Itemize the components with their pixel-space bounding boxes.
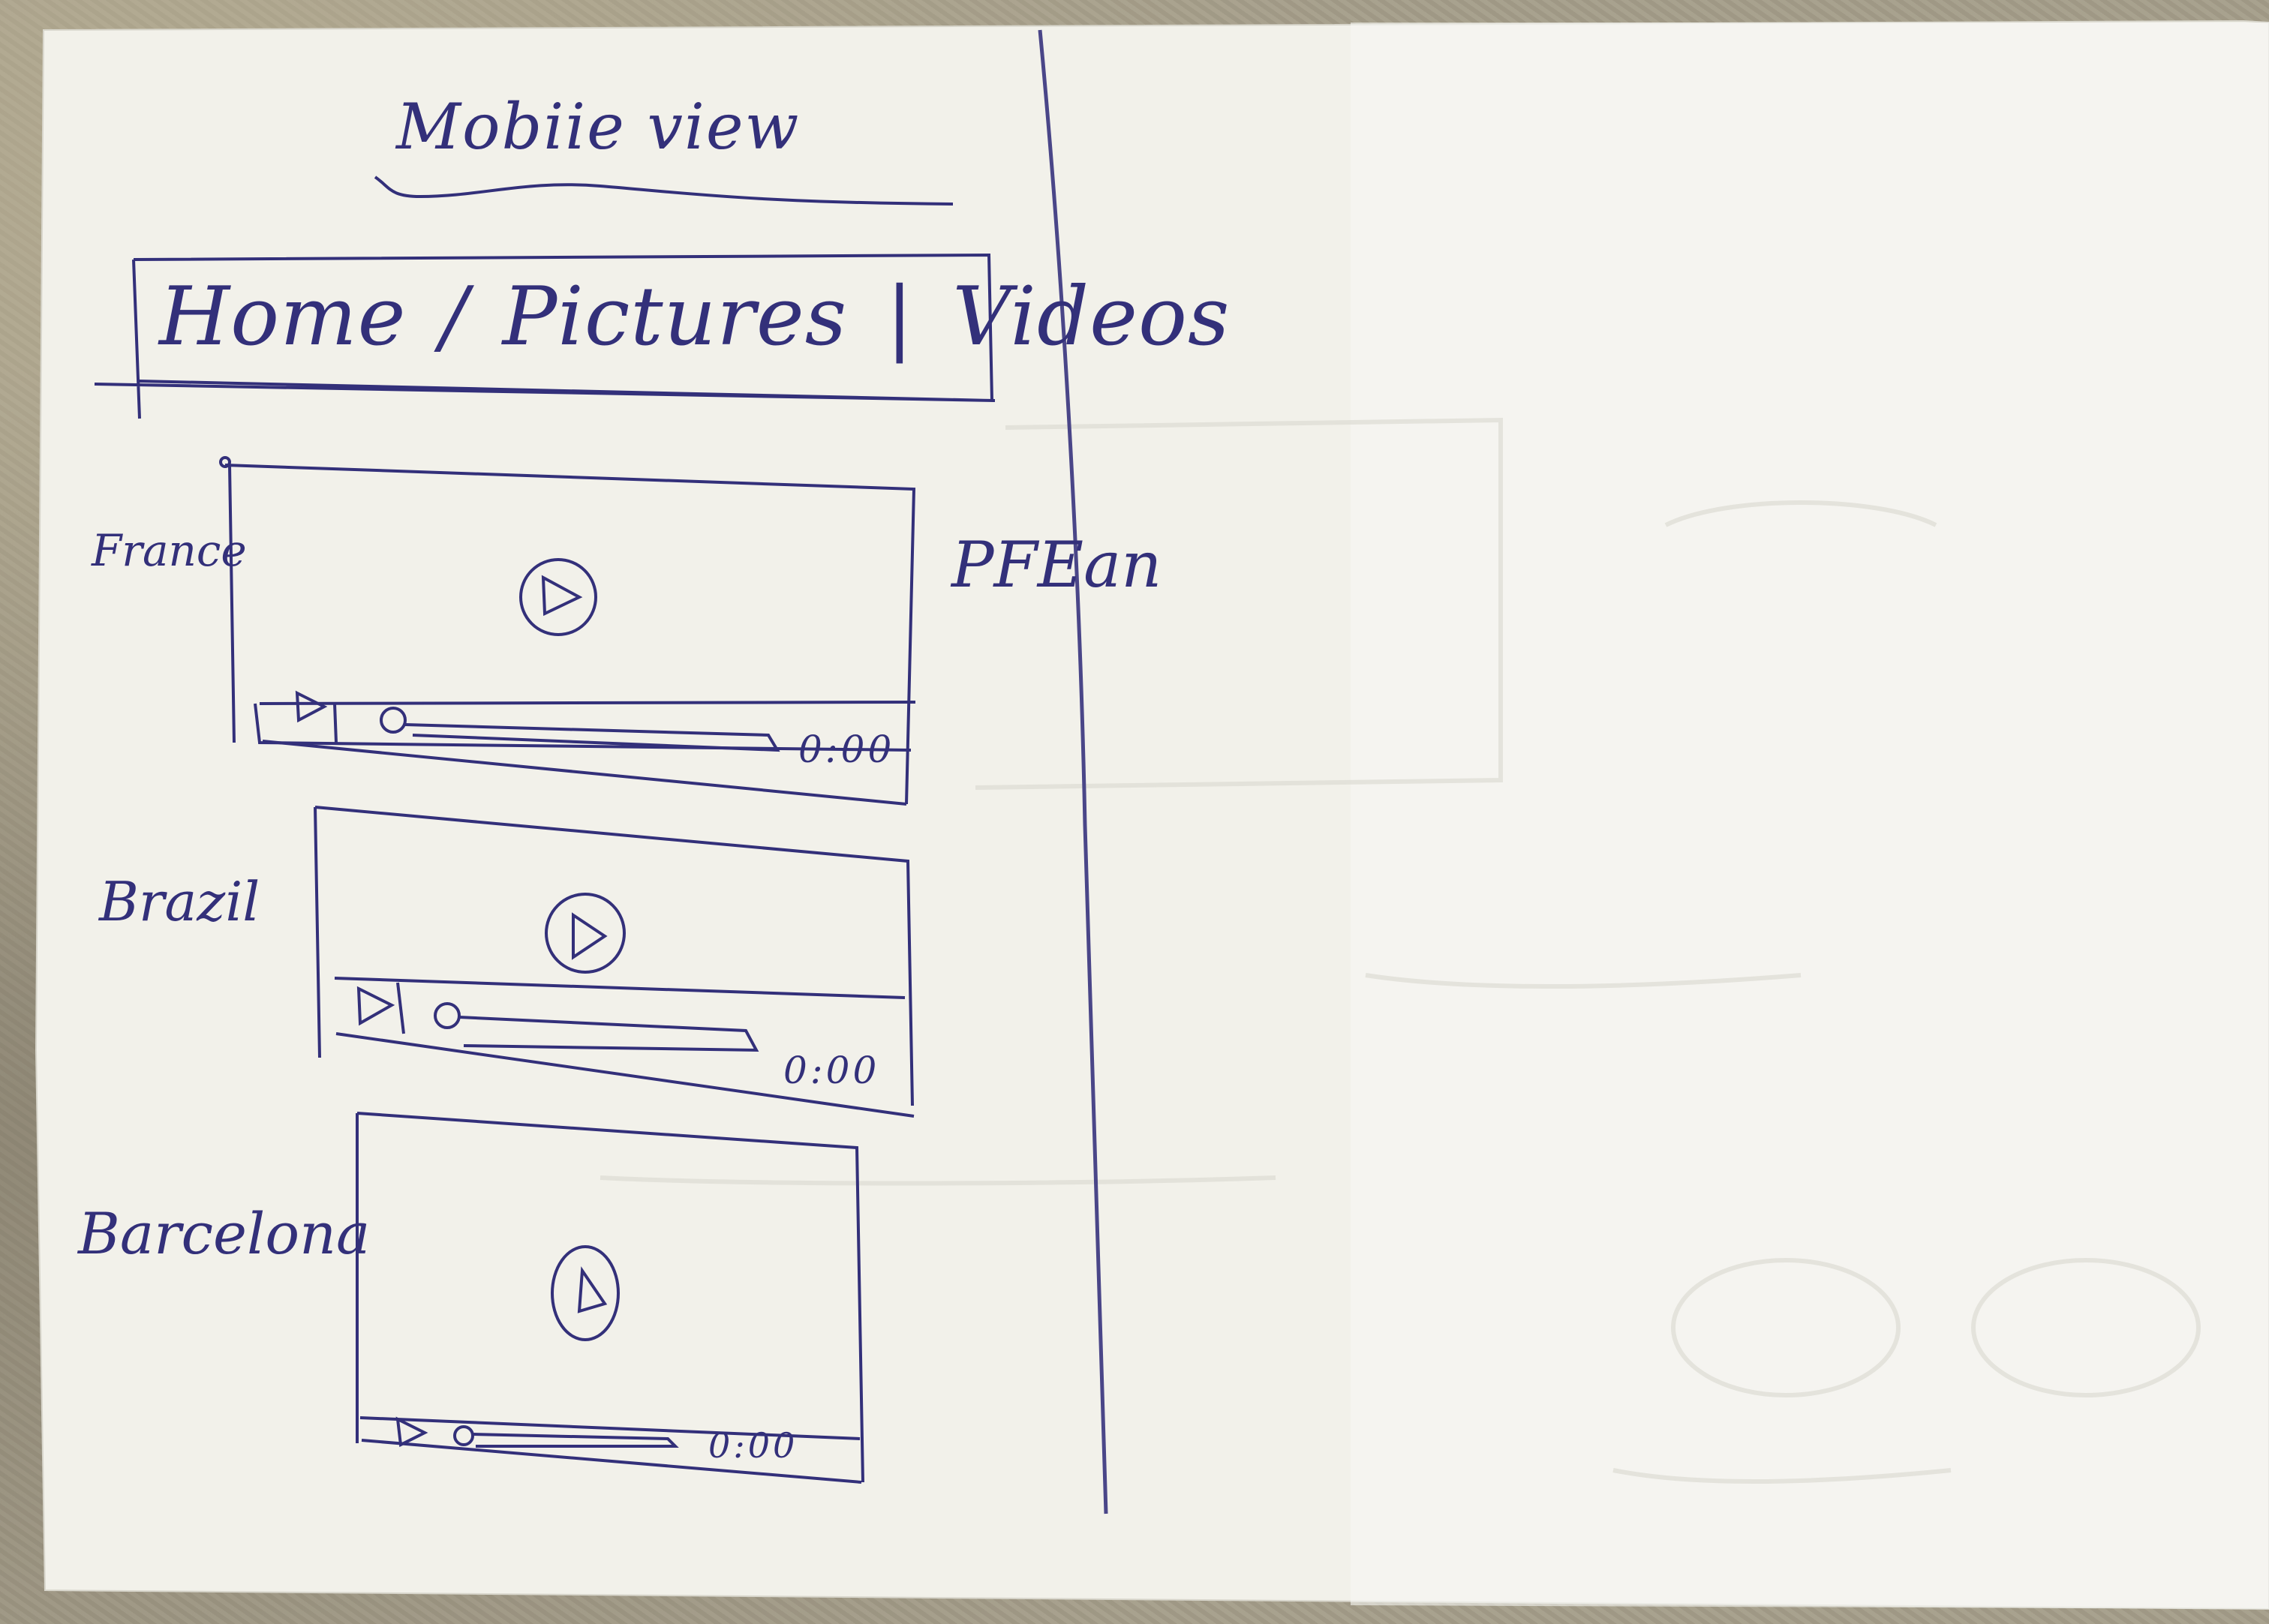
play-icon-control-1[interactable] <box>263 687 332 740</box>
nav-box-outline <box>94 253 996 419</box>
seek-slider-1[interactable] <box>380 708 777 746</box>
nav-link-pictures[interactable]: Pictures <box>502 270 848 364</box>
video-time-1: 0:00 <box>798 728 895 771</box>
play-overlay-button-3[interactable] <box>552 1247 618 1340</box>
seek-slider-2[interactable] <box>434 1004 758 1049</box>
paper-shade <box>1351 23 2269 1609</box>
nav-bar: Home / Pictures | Videos <box>159 270 1230 364</box>
play-icon-control-3[interactable] <box>390 1415 432 1451</box>
side-note: PFEan <box>951 528 1162 602</box>
video-title-france: France <box>92 525 247 576</box>
video-title-brazil: Brazil <box>99 870 260 933</box>
page-title: Mobiie view <box>396 90 801 164</box>
title-underline <box>374 176 954 206</box>
video-title-barcelona: Barcelona <box>78 1200 371 1267</box>
page-divider-line <box>1038 29 1108 1514</box>
video-card-2 <box>314 806 915 1118</box>
nav-link-videos[interactable]: Videos <box>952 270 1231 364</box>
nav-link-home[interactable]: Home <box>159 270 407 364</box>
show-through-marks <box>600 417 2201 1484</box>
video-card-1 <box>219 456 916 806</box>
play-overlay-button-2[interactable] <box>546 894 624 972</box>
play-icon-control-2[interactable] <box>336 983 399 1031</box>
nav-separator: | <box>885 270 914 364</box>
video-time-2: 0:00 <box>783 1049 880 1092</box>
video-card-3 <box>356 1112 864 1484</box>
seek-slider-3[interactable] <box>453 1425 678 1452</box>
nav-separator: / <box>440 270 469 364</box>
video-time-3: 0:00 <box>708 1425 798 1466</box>
play-overlay-button-1[interactable] <box>519 558 597 636</box>
